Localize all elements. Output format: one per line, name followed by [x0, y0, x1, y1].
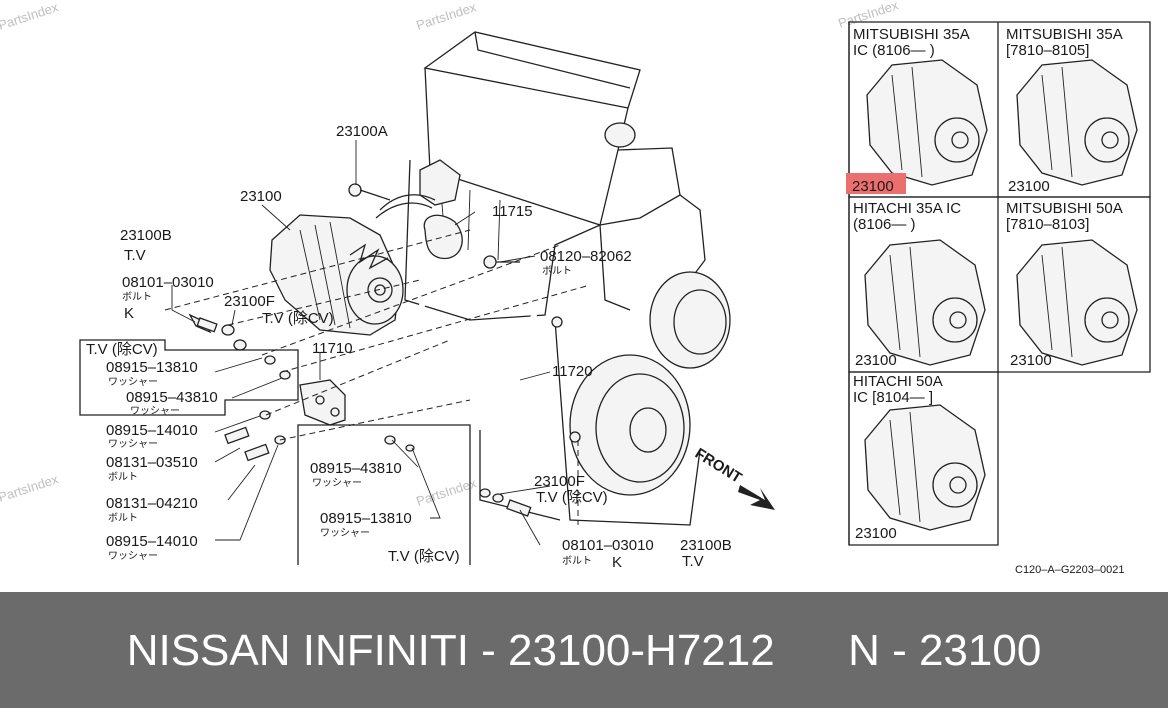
variant-5-part[interactable]: 23100 [855, 525, 897, 542]
watermark: PartsIndex [414, 475, 478, 509]
label-tv-top: T.V [124, 247, 146, 264]
label-23100A: 23100A [336, 123, 388, 140]
label-bolt-a: ボルト [108, 471, 138, 483]
label-washer-e: ワッシャー [312, 478, 362, 489]
label-11720: 11720 [552, 363, 593, 380]
label-tv-cv-box: T.V (除CV) [86, 341, 158, 358]
bracket-11710-drawing [299, 379, 346, 426]
front-arrow [738, 485, 775, 510]
label-08120-82062: 08120–82062 [540, 248, 632, 265]
label-11710: 11710 [312, 340, 353, 357]
watermark: PartsIndex [0, 471, 61, 505]
label-08101-top: 08101–03010 [122, 274, 214, 291]
variant-2-part[interactable]: 23100 [1008, 178, 1050, 195]
label-08915-13810-b: 08915–13810 [320, 510, 412, 527]
label-08915-43810-b: 08915–43810 [310, 460, 402, 477]
variant-panels [848, 21, 1151, 546]
label-washer-f: ワッシャー [320, 528, 370, 539]
footer-title: NISSAN INFINITI - 23100-H7212 N - 23100 [126, 626, 1042, 675]
fan-belt [419, 271, 536, 427]
label-08915-14010-a: 08915–14010 [106, 422, 198, 439]
label-23100B-bot: 23100B [680, 537, 732, 554]
label-08131-03510: 08131–03510 [106, 454, 198, 471]
variant-5-title-line2: IC [8104— ] [853, 389, 933, 406]
variant-4-part[interactable]: 23100 [1010, 352, 1052, 369]
watermark: PartsIndex [0, 0, 61, 33]
label-23100F-top: 23100F [224, 293, 275, 310]
front-label: FRONT [692, 445, 745, 487]
label-08915-43810-a: 08915–43810 [126, 389, 218, 406]
label-23100: 23100 [240, 188, 282, 205]
variant-3-part[interactable]: 23100 [855, 352, 897, 369]
label-k-bot: K [612, 554, 622, 571]
fan-belt-inner [417, 268, 538, 430]
label-23100B-top: 23100B [120, 227, 172, 244]
label-08120-sub: ボルト [542, 265, 572, 277]
label-08915-14010-b: 08915–14010 [106, 533, 198, 550]
variant-3-title-line2: (8106— ) [853, 216, 916, 233]
label-23100F-bot: 23100F [534, 473, 585, 490]
label-washer-a: ワッシャー [108, 377, 158, 388]
alternator-main-drawing [269, 214, 404, 336]
label-08101-top-sub: ボルト [122, 291, 152, 303]
label-k-top: K [124, 305, 134, 322]
label-tv-cv-top: T.V (除CV) [262, 310, 334, 327]
variant-3-title-line1: HITACHI 35A IC [853, 200, 961, 217]
label-tv-cv-box2: T.V (除CV) [388, 548, 460, 565]
engine-block-drawing [348, 31, 706, 321]
small-parts-drawing [188, 313, 532, 517]
watermark: PartsIndex [414, 0, 478, 33]
variant-1-part[interactable]: 23100 [852, 178, 894, 195]
label-11715: 11715 [492, 203, 533, 220]
label-tv-cv-bot: T.V (除CV) [536, 489, 608, 506]
label-tv-bot: T.V [682, 553, 704, 570]
pulleys-drawing [479, 271, 731, 526]
label-washer-b: ワッシャー [130, 406, 180, 417]
reference-code: C120–A–G2203–0021 [1015, 564, 1124, 576]
variant-5-title-line1: HITACHI 50A [853, 373, 943, 390]
label-08131-04210: 08131–04210 [106, 495, 198, 512]
variant-4-title-line2: [7810–8103] [1006, 216, 1089, 233]
variant-4-title-line1: MITSUBISHI 50A [1006, 200, 1123, 217]
leader-lines [164, 140, 591, 546]
callout-boxes [79, 339, 471, 565]
highlight-23100 [846, 173, 906, 194]
variant-2-title-line1: MITSUBISHI 35A [1006, 26, 1123, 43]
parts-diagram: PartsIndex PartsIndex PartsIndex PartsIn… [0, 0, 1151, 576]
label-08915-13810-a: 08915–13810 [106, 359, 198, 376]
label-washer-c: ワッシャー [108, 439, 158, 450]
label-bolt-b: ボルト [108, 512, 138, 524]
variant-2-title-line2: [7810–8105] [1006, 42, 1089, 59]
label-08101-bot-sub: ボルト [562, 555, 592, 567]
footer-bar: NISSAN INFINITI - 23100-H7212 N - 23100 [0, 592, 1168, 708]
variant-1-title-line2: IC (8106— ) [853, 42, 935, 59]
variant-1-title-line1: MITSUBISHI 35A [853, 26, 970, 43]
label-washer-d: ワッシャー [108, 551, 158, 562]
variant-alternator-drawings [864, 59, 1138, 531]
label-08101-bot: 08101–03010 [562, 537, 654, 554]
